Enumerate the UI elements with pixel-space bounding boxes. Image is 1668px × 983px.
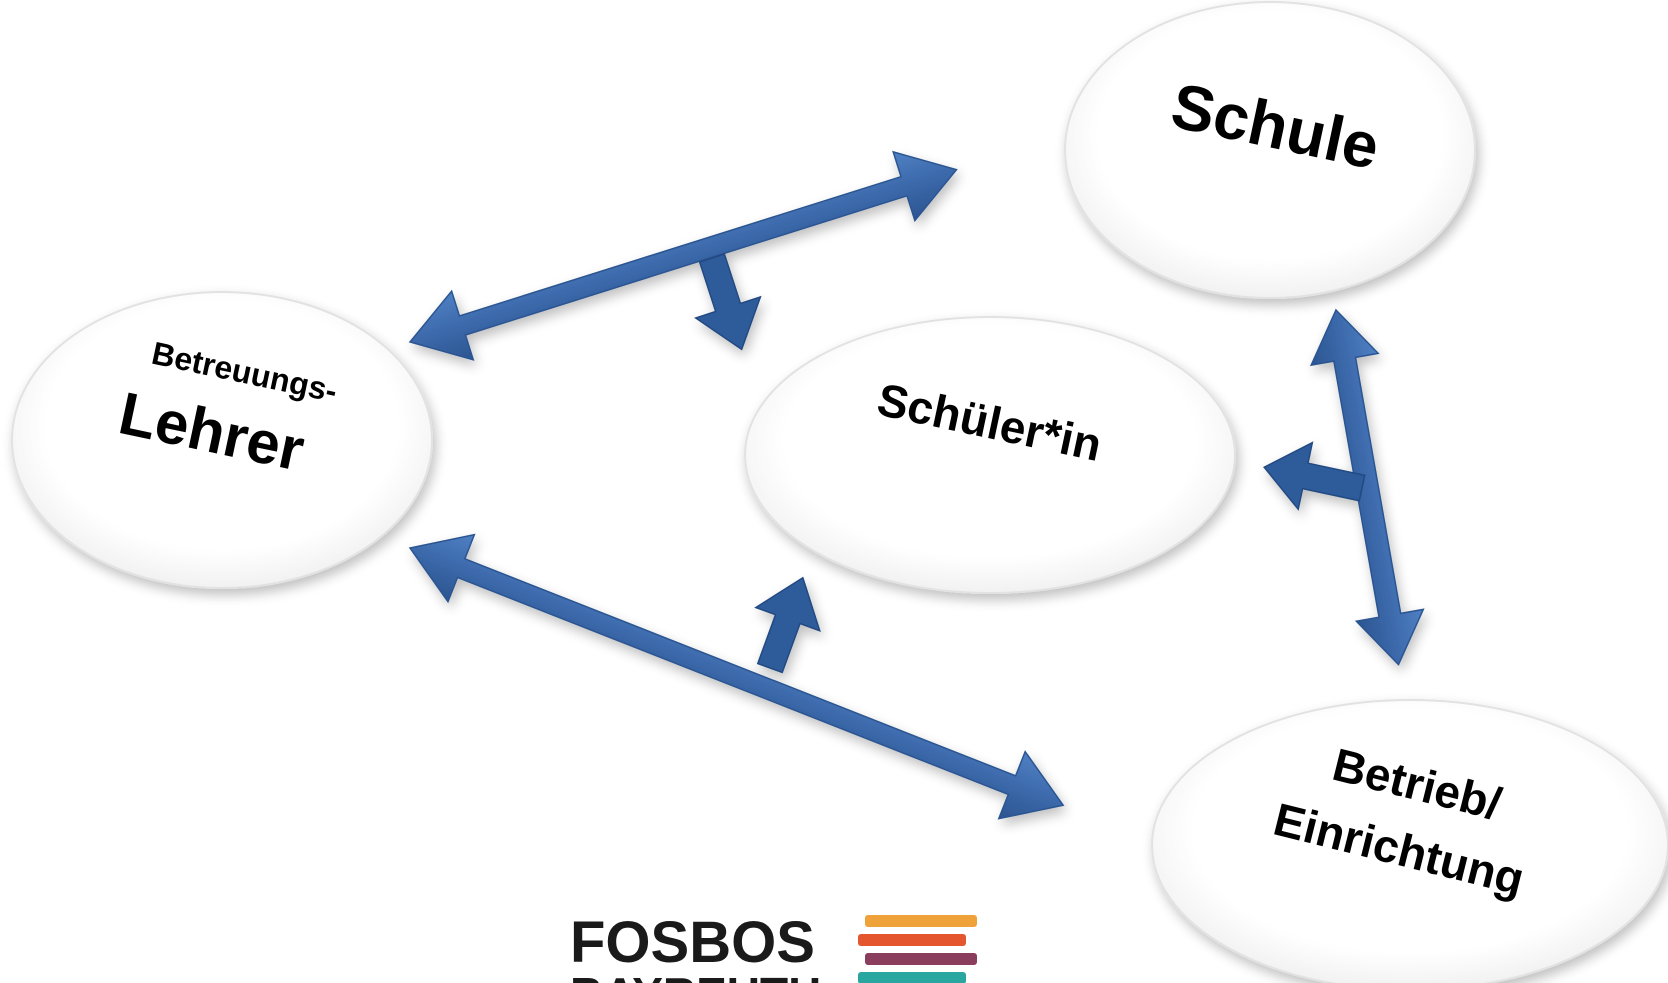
arrow-schule-betrieb-shaft	[1309, 308, 1425, 666]
arrow-branch-to-schueler-top	[694, 253, 762, 351]
arrow-branch-to-schueler-bottom-shape	[754, 576, 821, 674]
logo-stripe	[865, 915, 977, 927]
logo-stripe	[865, 953, 977, 965]
arrow-lehrer-betrieb	[408, 533, 1065, 820]
node-lehrer-ellipse	[11, 291, 433, 589]
logo-text-line1: FOSBOS	[570, 910, 815, 975]
arrow-lehrer-betrieb-shaft	[408, 533, 1065, 820]
node-lehrer: Betreuungs- Lehrer	[11, 291, 433, 589]
arrow-branch-to-schueler-top-shape	[694, 253, 762, 351]
arrow-branch-to-schueler-right-shape	[1263, 441, 1366, 511]
node-schueler-ellipse	[744, 316, 1236, 594]
fosbos-logo: FOSBOS BAYREUTH	[570, 910, 977, 983]
node-betrieb: Betrieb/ Einrichtung	[1151, 699, 1668, 983]
node-betrieb-ellipse	[1151, 699, 1668, 983]
logo-stripe	[858, 972, 966, 983]
node-schueler: Schüler*in	[744, 316, 1236, 594]
arrow-lehrer-schule-shaft	[408, 150, 958, 361]
logo-text-line2: BAYREUTH	[570, 968, 821, 983]
node-schule-ellipse	[1064, 1, 1476, 299]
logo-stripes-icon	[858, 915, 977, 983]
node-schule: Schule	[1064, 1, 1476, 299]
logo-stripe	[858, 934, 966, 946]
arrow-lehrer-schule	[408, 150, 958, 361]
arrows	[408, 150, 1425, 820]
arrow-branch-to-schueler-bottom	[754, 576, 821, 674]
arrow-branch-to-schueler-right	[1263, 441, 1366, 511]
arrow-schule-betrieb	[1309, 308, 1425, 666]
